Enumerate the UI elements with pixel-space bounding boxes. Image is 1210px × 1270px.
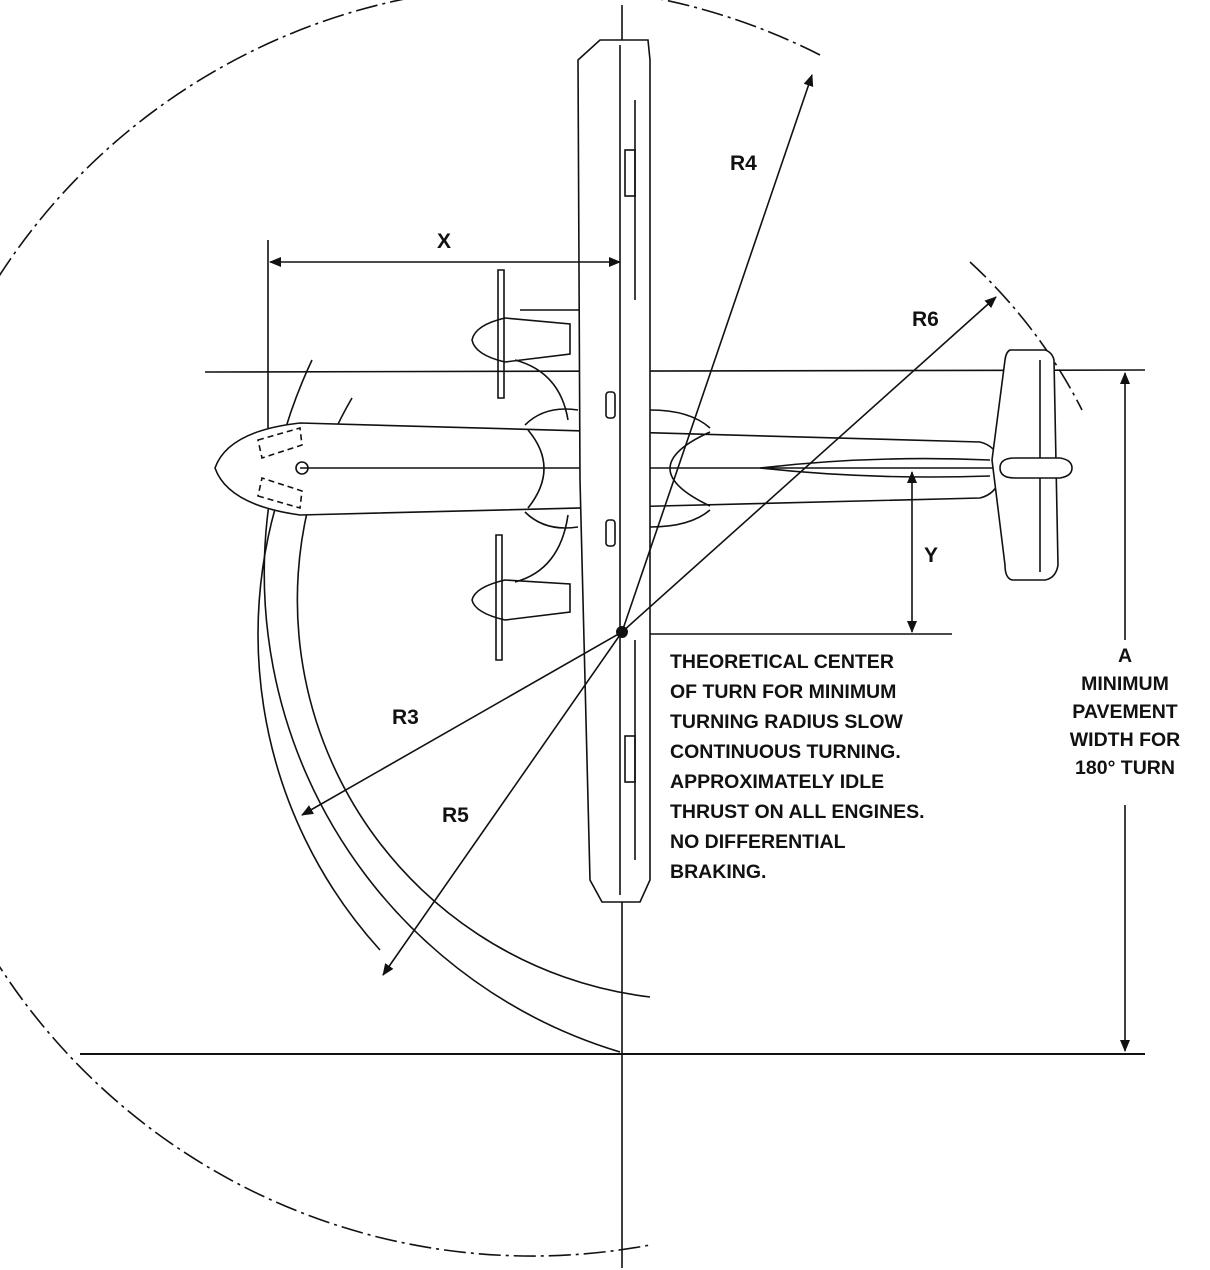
upper-nacelle-aft	[514, 359, 569, 421]
pavement-line-5: 180° TURN	[1075, 757, 1175, 779]
tail-cone-fairing	[759, 457, 991, 478]
lower-engine-nacelle	[471, 579, 571, 621]
note-line-3: TURNING RADIUS SLOW	[670, 711, 904, 733]
x-label: X	[437, 230, 451, 253]
turn-center-note: THEORETICAL CENTER OF TURN FOR MINIMUM T…	[670, 651, 925, 883]
y-label: Y	[924, 544, 938, 567]
wing-root-fairing-left-top	[524, 408, 579, 426]
main-gear-upper	[605, 391, 616, 419]
pavement-line-3: PAVEMENT	[1072, 701, 1178, 723]
lower-propeller	[495, 534, 503, 661]
main-gear-lower	[605, 519, 616, 547]
note-line-5: APPROXIMATELY IDLE	[670, 771, 884, 793]
lower-nacelle-aft	[514, 514, 569, 583]
cockpit-windows	[257, 426, 303, 510]
note-line-7: NO DIFFERENTIAL	[670, 831, 846, 853]
vertical-fin	[999, 457, 1073, 479]
r4-radius-arrow	[621, 74, 814, 633]
r3-radius-arrow	[301, 631, 623, 816]
note-line-4: CONTINUOUS TURNING.	[670, 741, 901, 763]
upper-propeller	[497, 269, 505, 399]
note-line-1: THEORETICAL CENTER	[670, 651, 894, 673]
note-line-2: OF TURN FOR MINIMUM	[670, 681, 896, 703]
flap-track-upper	[624, 149, 636, 197]
wing-leading-edge-reference	[204, 369, 1146, 373]
r5-radius-arrow	[382, 631, 623, 976]
r3-label: R3	[392, 706, 419, 729]
flap-track-lower	[624, 735, 636, 783]
cockpit-sweep-arc	[257, 439, 381, 951]
pavement-line-1: A	[1118, 645, 1132, 667]
main-gear-bulge-left	[527, 429, 545, 509]
r4-wingtip-arc	[0, 0, 821, 1257]
pavement-width-label: A MINIMUM PAVEMENT WIDTH FOR 180° TURN	[1070, 645, 1180, 779]
r5-label: R5	[442, 804, 469, 827]
turn-center-marker	[616, 626, 628, 638]
wing-root-fairing-left-bottom	[524, 511, 579, 529]
note-line-6: THRUST ON ALL ENGINES.	[670, 801, 925, 823]
wing-root-fairing-right-top	[649, 409, 711, 429]
wing-outline	[577, 39, 651, 903]
main-gear-bulge-right	[669, 431, 711, 507]
upper-engine-nacelle	[471, 317, 571, 363]
r6-label: R6	[912, 308, 939, 331]
r6-radius-arrow	[621, 296, 997, 633]
note-line-8: BRAKING.	[670, 861, 766, 883]
nose-gear	[295, 461, 309, 475]
pavement-line-4: WIDTH FOR	[1070, 729, 1180, 751]
r6-tail-arc	[969, 261, 1083, 411]
pavement-line-2: MINIMUM	[1081, 673, 1169, 695]
r4-label: R4	[730, 152, 757, 175]
